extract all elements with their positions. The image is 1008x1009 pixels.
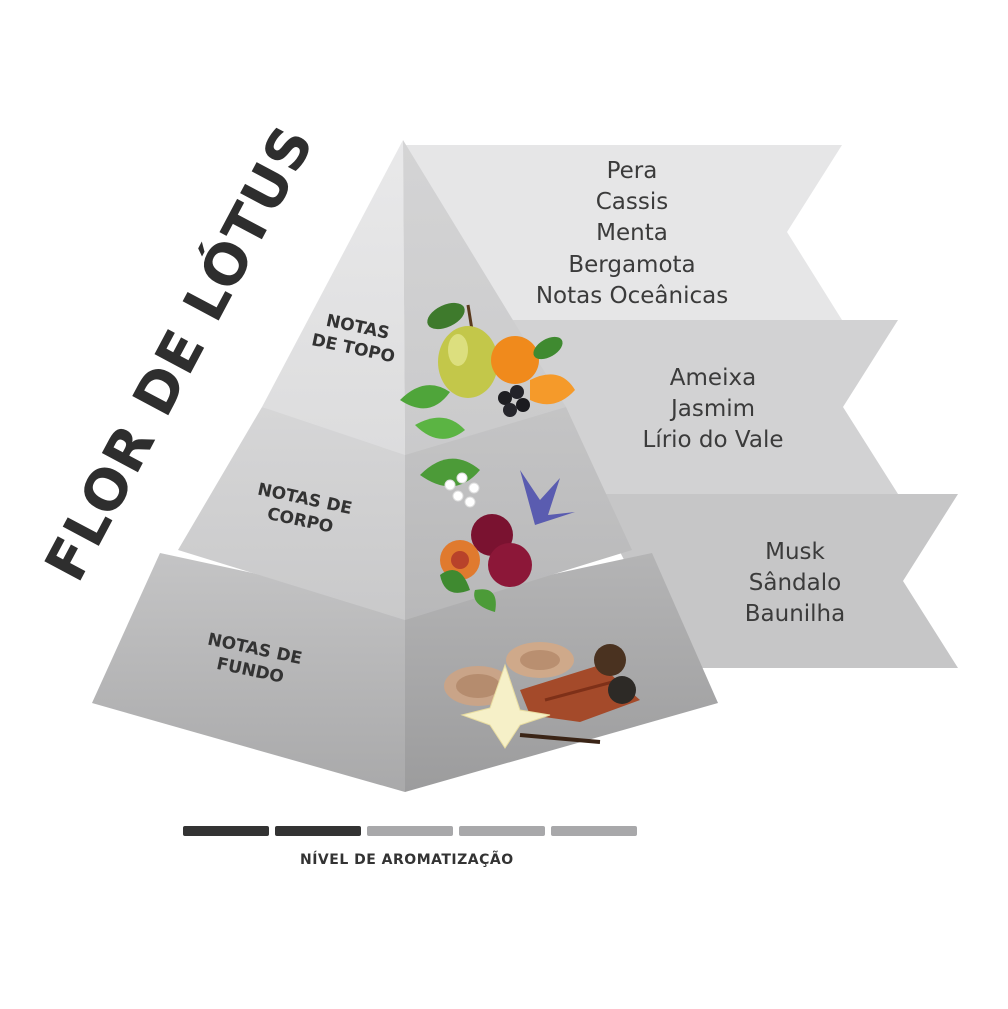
note-middle-1: Ameixa	[670, 365, 756, 391]
aromatization-level-segment	[275, 826, 361, 836]
base-notes-ingredients-illustration	[444, 642, 640, 749]
ribbon-middle	[500, 320, 898, 494]
aromatization-level-segment	[367, 826, 453, 836]
top-notes-ingredients-illustration	[400, 302, 575, 439]
note-bottom-2: Sândalo	[749, 570, 841, 596]
tier-bottom-left-face	[92, 553, 405, 792]
note-top-5: Notas Oceânicas	[536, 283, 728, 309]
aromatization-level-segment	[459, 826, 545, 836]
note-bottom-3: Baunilha	[745, 601, 845, 627]
note-middle-2: Jasmim	[669, 396, 755, 422]
note-bottom-1: Musk	[765, 539, 825, 565]
note-top-3: Menta	[596, 220, 668, 246]
aromatization-level-segment	[183, 826, 269, 836]
ribbon-top	[405, 145, 842, 320]
ribbon-middle-notes: Ameixa Jasmim Lírio do Vale	[643, 365, 784, 453]
middle-notes-ingredients-illustration	[420, 458, 575, 612]
aromatization-level-segment	[551, 826, 637, 836]
note-top-1: Pera	[607, 158, 658, 184]
tier-top-left-face	[262, 140, 405, 455]
ribbon-bottom-notes: Musk Sândalo Baunilha	[745, 539, 845, 627]
note-middle-3: Lírio do Vale	[643, 427, 784, 453]
note-top-4: Bergamota	[568, 252, 695, 278]
aromatization-level-label: NÍVEL DE AROMATIZAÇÃO	[300, 852, 514, 868]
tier-middle-left-face	[178, 407, 405, 620]
note-top-2: Cassis	[596, 189, 669, 215]
ribbon-top-notes: Pera Cassis Menta Bergamota Notas Oceâni…	[536, 158, 728, 309]
